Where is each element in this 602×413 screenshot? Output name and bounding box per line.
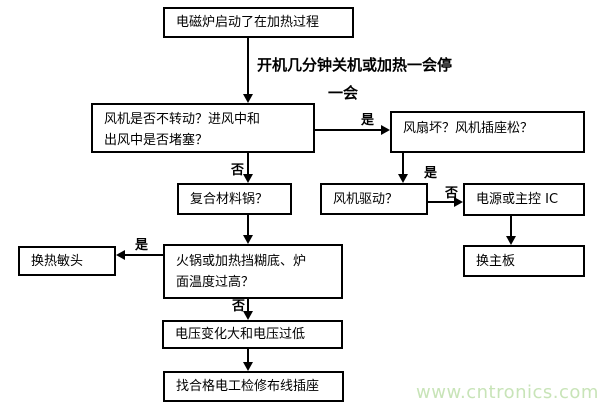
node-start: 电磁炉启动了在加热过程 <box>163 7 354 38</box>
watermark-text: www.cntronics.com <box>416 382 599 403</box>
arrowhead-fandrive-poweric <box>454 197 463 207</box>
arrowhead-fancheck-composite <box>243 174 253 183</box>
connector-hotpot-thermal <box>125 254 163 256</box>
node-fan-broken: 风扇坏？风机插座松？ <box>390 111 585 153</box>
connector-poweric-mainboard <box>510 216 512 237</box>
arrowhead-voltage-electrician <box>243 362 253 371</box>
arrowhead-poweric-mainboard <box>506 236 516 245</box>
arrowhead-start-fancheck <box>243 94 253 103</box>
arrowhead-composite-hotpot <box>243 235 253 244</box>
connector-fancheck-fanbroken <box>315 129 382 131</box>
edge-label-fancheck-yes: 是 <box>361 113 375 128</box>
node-hotpot-overheat: 火锅或加热挡糊底、炉 面温度过高？ <box>163 244 343 299</box>
arrowhead-fanbroken-fandrive <box>398 174 408 183</box>
connector-fandrive-poweric <box>428 201 455 203</box>
node-fan-drive: 风机驱动？ <box>320 183 428 215</box>
node-replace-thermal-head: 换热敏头 <box>18 246 116 276</box>
connector-composite-hotpot <box>247 215 249 236</box>
edge-label-fancheck-no: 否 <box>231 163 245 178</box>
connector-fanbroken-fandrive <box>402 153 404 175</box>
condition-annotation-sub: 一会 <box>328 84 359 102</box>
node-replace-mainboard: 换主板 <box>463 245 585 277</box>
condition-annotation-main: 开机几分钟关机或加热一会停 <box>257 56 453 74</box>
arrowhead-hotpot-voltage <box>243 311 253 320</box>
node-call-electrician: 找合格电工检修布线插座 <box>163 371 344 402</box>
connector-voltage-electrician <box>247 349 249 363</box>
node-power-ic: 电源或主控 IC <box>463 183 585 216</box>
connector-hotpot-voltage <box>247 299 249 313</box>
arrowhead-hotpot-thermal <box>116 250 125 260</box>
edge-label-fandrive-no: 否 <box>445 186 459 201</box>
node-voltage-issue: 电压变化大和电压过低 <box>162 320 343 349</box>
connector-start-fancheck <box>247 38 249 95</box>
edge-label-hotpot-yes: 是 <box>135 238 149 253</box>
edge-label-fanbroken-yes: 是 <box>424 166 438 181</box>
arrowhead-fancheck-fanbroken <box>381 125 390 135</box>
node-fan-check: 风机是否不转动？进风中和 出风中是否堵塞？ <box>91 103 315 153</box>
edge-label-hotpot-no: 否 <box>232 299 246 314</box>
node-composite-pot: 复合材料锅？ <box>177 183 292 215</box>
connector-fancheck-composite <box>247 153 249 175</box>
